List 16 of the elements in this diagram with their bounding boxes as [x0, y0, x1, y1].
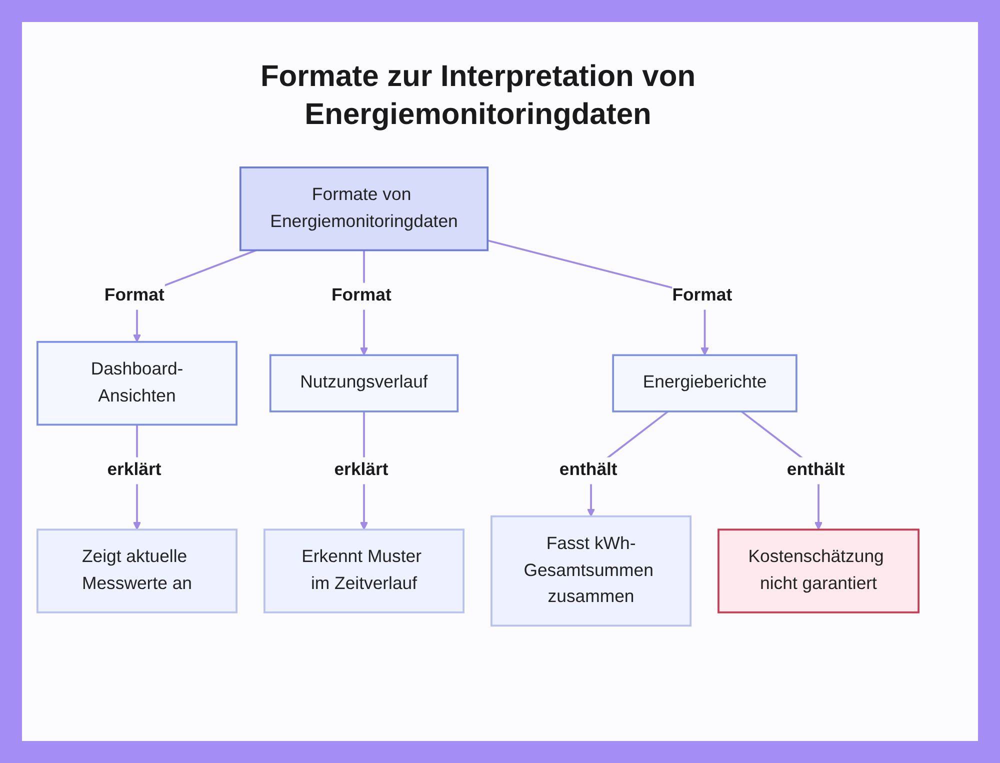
node-box: Erkennt Muster im Zeitverlauf — [264, 528, 464, 614]
node-box: Nutzungsverlauf — [269, 354, 459, 412]
node-box: Fasst kWh-Gesamtsummen zusammen — [490, 515, 692, 627]
node-box: Energieberichte — [612, 354, 798, 412]
diagram-title: Formate zur Interpretation von Energiemonitoringdaten — [259, 59, 697, 133]
node-box: Zeigt aktuelle Messwerte an — [36, 528, 238, 614]
node-box: Formate von Energiemonitoringdaten — [239, 166, 489, 252]
node-box: Dashboard-Ansichten — [36, 340, 238, 426]
edge-label: Format — [331, 286, 392, 306]
node-box: Kostenschätzung nicht garantiert — [718, 528, 920, 614]
edge-label: erklärt — [334, 460, 388, 480]
edge-label: enthält — [786, 460, 845, 480]
edge-label: Format — [672, 286, 732, 306]
edge-label: erklärt — [107, 460, 162, 480]
edge-label: Format — [104, 286, 164, 306]
edge-label: enthält — [559, 460, 618, 480]
